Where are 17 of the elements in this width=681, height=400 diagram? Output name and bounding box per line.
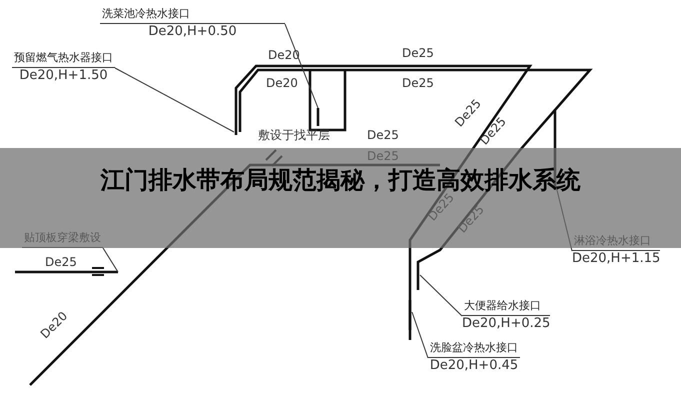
title: 江门排水带布局规范揭秘，打造高效排水系统: [99, 165, 582, 194]
callout-label: 大便器给水接口 De20,H+0.25: [462, 298, 550, 332]
pipe-size-label: De25: [367, 128, 399, 142]
callout-label: 预留燃气热水器接口 De20,H+1.50: [12, 50, 115, 84]
pipe-size-label: De25: [367, 149, 399, 163]
leader-line: [284, 24, 318, 108]
leader-line: [114, 68, 234, 132]
pipe-size-label: De25: [402, 76, 434, 90]
callout-label: 洗菜池冷热水接口 De20,H+0.50: [100, 6, 285, 40]
leader-line: [420, 274, 462, 316]
pipe-size-label: De25: [45, 255, 77, 269]
pipe-size-label: 敷设于找平层: [258, 128, 330, 142]
pipe-size-label: De20: [266, 76, 298, 90]
pipe-size-label: De25: [402, 46, 434, 60]
leader-line: [412, 312, 428, 358]
callout-label: 洗脸盆冷热水接口 De20,H+0.45: [428, 340, 520, 374]
leader-line: [102, 248, 118, 272]
